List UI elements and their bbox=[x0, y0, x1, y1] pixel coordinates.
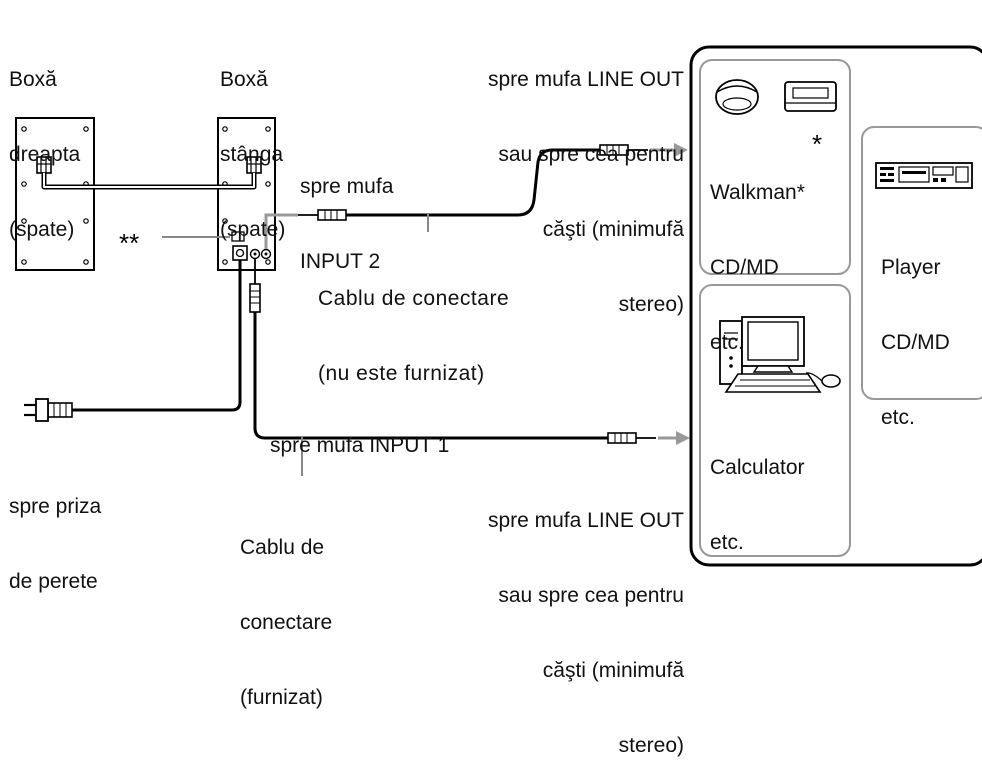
computer-icon bbox=[719, 316, 841, 393]
computer-box bbox=[699, 284, 851, 557]
computer-label: Calculator etc. bbox=[710, 456, 805, 554]
cd-walkman-icon bbox=[715, 79, 759, 115]
md-walkman-icon bbox=[784, 81, 837, 112]
power-cord bbox=[24, 260, 242, 422]
player-box bbox=[861, 126, 982, 400]
walkman-label: Walkman* CD/MD etc. bbox=[710, 181, 805, 354]
arrow-icon bbox=[658, 431, 690, 445]
input2-cable bbox=[264, 144, 648, 249]
right-speaker-label: Boxă dreapta (spate) bbox=[9, 68, 81, 241]
arrow-icon bbox=[650, 143, 688, 157]
lineout-top-label: spre mufa LINE OUT sau spre cea pentru c… bbox=[487, 68, 684, 316]
asterisk: * bbox=[812, 129, 822, 159]
lineout-bottom-label: spre mufa LINE OUT sau spre cea pentru c… bbox=[487, 509, 684, 757]
connection-diagram: ** * Boxă dreapta (spate) Boxă stânga (s… bbox=[9, 45, 982, 757]
player-label: Player CD/MD etc. bbox=[881, 256, 950, 429]
right-speaker bbox=[15, 117, 95, 271]
input1-label: spre mufa INPUT 1 bbox=[270, 434, 450, 457]
input1-cable bbox=[249, 259, 656, 444]
outlet-label: spre priza de perete bbox=[9, 495, 102, 593]
walkman-box bbox=[699, 59, 851, 275]
cable-supplied-label: Cablu de conectare (furnizat) bbox=[240, 536, 333, 709]
left-speaker-label: Boxă stânga (spate) bbox=[220, 68, 286, 241]
input2-label: spre mufa INPUT 2 bbox=[300, 175, 394, 273]
speaker-terminal-icon bbox=[36, 156, 52, 174]
cd-player-icon bbox=[875, 162, 973, 189]
double-asterisk: ** bbox=[119, 228, 139, 258]
cable-not-supplied-label: Cablu de conectare (nu este furnizat) bbox=[318, 287, 510, 385]
